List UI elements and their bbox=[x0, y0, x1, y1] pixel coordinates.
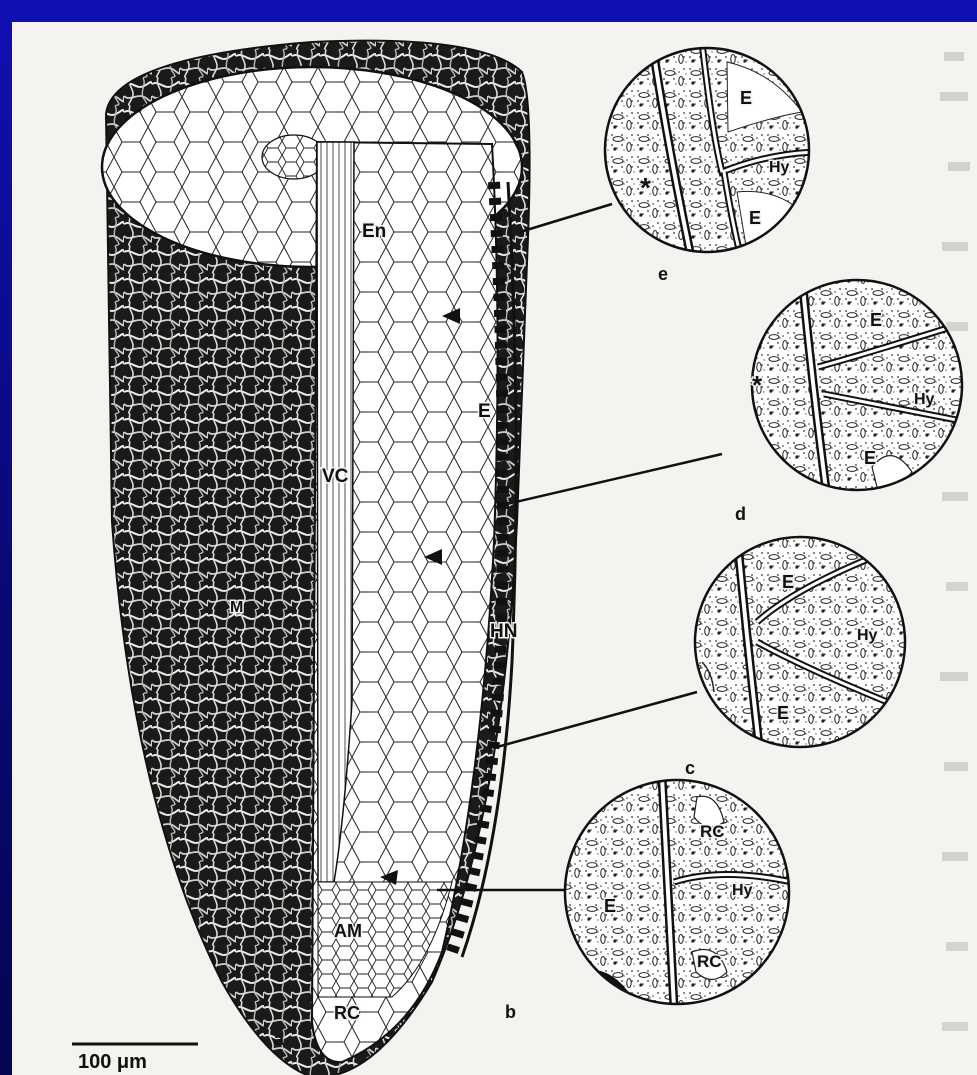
inset-b-label-rc-top: RC bbox=[700, 822, 725, 841]
inset-d-label-e-top: E bbox=[870, 310, 882, 330]
label-hn: HN bbox=[490, 621, 517, 642]
root-tip-drawing bbox=[102, 41, 530, 1075]
inset-d-label-e-bottom: E bbox=[864, 448, 876, 468]
inset-d-asterisk: * bbox=[752, 370, 763, 400]
label-en: En bbox=[362, 221, 386, 242]
label-vc: VC bbox=[322, 466, 349, 487]
scale-bar-label: 100 μm bbox=[78, 1051, 147, 1073]
panel-letter-b: b bbox=[505, 1002, 516, 1022]
inset-e-label-e-bottom: E bbox=[749, 208, 761, 228]
inset-e: E E Hy * e bbox=[602, 42, 822, 284]
inset-e-asterisk: * bbox=[640, 172, 651, 203]
inset-c-label-e-top: E bbox=[782, 572, 794, 592]
inset-b-label-e: E bbox=[604, 896, 616, 916]
panel-letter-e: e bbox=[658, 264, 668, 284]
inset-d: E E Hy * d bbox=[735, 277, 967, 524]
scale-bar: 100 μm bbox=[72, 1044, 198, 1073]
inset-c-label-hy: Hy bbox=[857, 627, 878, 644]
inset-b-label-hy: Hy bbox=[732, 882, 753, 899]
inset-b: RC RC Hy E b bbox=[505, 777, 792, 1022]
inset-b-label-rc-bottom: RC bbox=[697, 952, 722, 971]
inset-e-label-e-top: E bbox=[740, 88, 752, 108]
label-e: E bbox=[478, 401, 491, 422]
label-m: M bbox=[230, 599, 243, 616]
bleed-through-text bbox=[940, 52, 970, 1031]
label-rc: RC bbox=[334, 1003, 360, 1023]
root-diagram-figure: En VC E HN AM RC M bbox=[12, 22, 977, 1075]
figure-sheet: En VC E HN AM RC M bbox=[12, 22, 977, 1075]
label-am: AM bbox=[334, 921, 362, 941]
inset-d-label-hy: Hy bbox=[914, 391, 935, 408]
panel-letter-d: d bbox=[735, 504, 746, 524]
inset-c: E E Hy c bbox=[685, 534, 912, 778]
panel-letter-a: a bbox=[274, 1029, 285, 1049]
inset-c-label-e-bottom: E bbox=[777, 703, 789, 723]
panel-letter-c: c bbox=[685, 758, 695, 778]
inset-e-label-hy: Hy bbox=[769, 159, 790, 176]
